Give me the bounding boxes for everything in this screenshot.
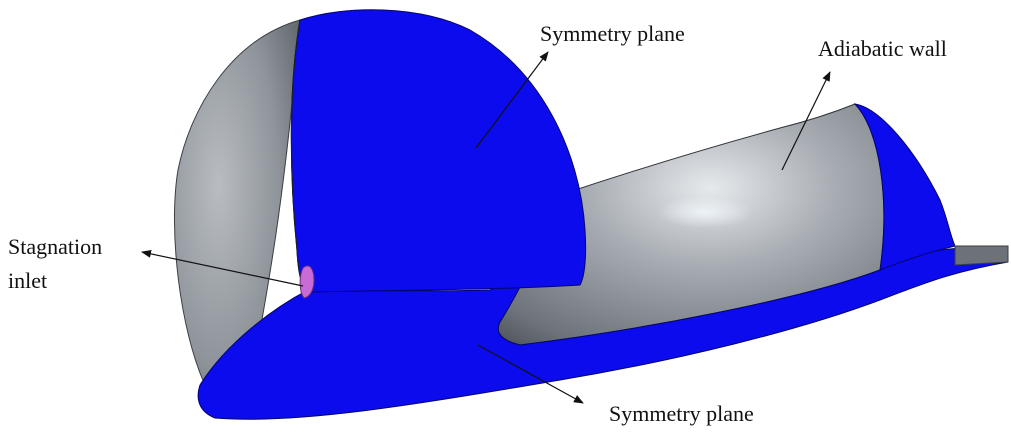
- label-symmetry-plane-top: Symmetry plane: [540, 21, 685, 46]
- arrow-adiabatic-wall: [781, 71, 831, 171]
- dome-wall: [174, 19, 301, 391]
- symmetry-plane-right-surface: [853, 103, 956, 271]
- label-symmetry-plane-bottom: Symmetry plane: [609, 401, 754, 426]
- arrow-symmetry-plane-bottom: [477, 344, 584, 404]
- wall-highlight: [657, 196, 753, 228]
- label-stagnation-line2: inlet: [8, 268, 47, 293]
- label-stagnation-line1: Stagnation: [8, 234, 102, 259]
- stagnation-inlet-patch: [299, 265, 315, 299]
- symmetry-plane-top-surface: [290, 9, 587, 293]
- label-adiabatic-wall: Adiabatic wall: [818, 36, 947, 61]
- arrow-stagnation-inlet: [141, 249, 304, 287]
- arrow-symmetry-plane-top: [475, 51, 549, 149]
- outlet-strip: [954, 245, 1009, 266]
